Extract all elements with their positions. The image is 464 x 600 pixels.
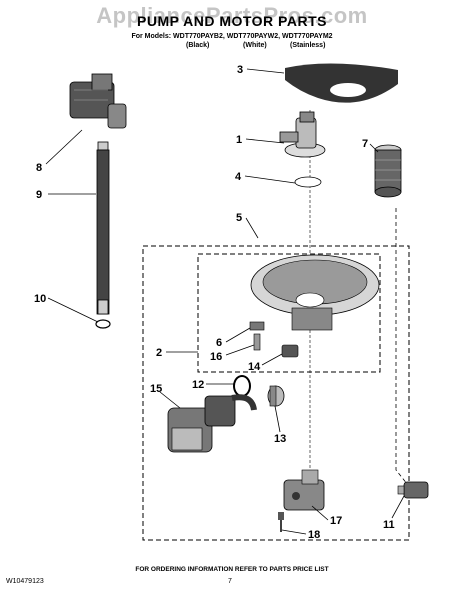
part-screw	[278, 512, 284, 532]
page-title: PUMP AND MOTOR PARTS	[137, 13, 327, 29]
callout-7: 7	[362, 138, 368, 150]
callout-16: 16	[210, 351, 222, 363]
page-number: 7	[228, 578, 232, 585]
callout-3: 3	[237, 64, 243, 76]
part-16	[253, 333, 261, 351]
part-hose-clamp	[95, 319, 111, 329]
finish-white: (White)	[243, 42, 267, 49]
part-pump-hub	[279, 111, 326, 158]
connector-line	[395, 208, 413, 491]
callout-12: 12	[192, 379, 204, 391]
callout-9: 9	[36, 189, 42, 201]
callout-10: 10	[34, 293, 46, 305]
part-filter-cup	[374, 144, 402, 198]
finish-black: (Black)	[186, 42, 210, 49]
models-line: For Models: WDT770PAYB2, WDT770PAYW2, WD…	[131, 33, 333, 40]
part-drain-hose	[96, 141, 110, 315]
part-6	[249, 321, 265, 331]
part-seal	[233, 375, 251, 397]
part-sump-housing	[250, 254, 380, 331]
callout-1: 1	[236, 134, 242, 146]
callout-15: 15	[150, 383, 162, 395]
callout-5: 5	[236, 212, 242, 224]
part-wash-motor	[167, 394, 257, 453]
part-sensor	[281, 344, 299, 358]
callout-17: 17	[330, 515, 342, 527]
part-impeller	[267, 385, 285, 407]
ordering-footer: FOR ORDERING INFORMATION REFER TO PARTS …	[135, 566, 329, 573]
callout-18: 18	[308, 529, 320, 541]
callout-6: 6	[216, 337, 222, 349]
watermark: AppliancePartsPros.com	[96, 3, 368, 28]
document-id: W10479123	[6, 578, 44, 585]
callout-14: 14	[248, 361, 261, 373]
part-diverter	[283, 469, 325, 511]
callout-11: 11	[383, 519, 395, 531]
assembly-5-box	[142, 245, 410, 541]
part-drain-pump	[69, 73, 127, 129]
callout-8: 8	[36, 162, 42, 174]
assembly-2-box	[197, 253, 381, 373]
finish-stainless: (Stainless)	[290, 42, 326, 49]
callout-4: 4	[235, 171, 242, 183]
part-diverter-motor	[397, 481, 429, 499]
part-filter-screen	[285, 63, 398, 103]
callout-2: 2	[156, 347, 162, 359]
callout-13: 13	[274, 433, 286, 445]
part-gasket	[294, 176, 322, 188]
